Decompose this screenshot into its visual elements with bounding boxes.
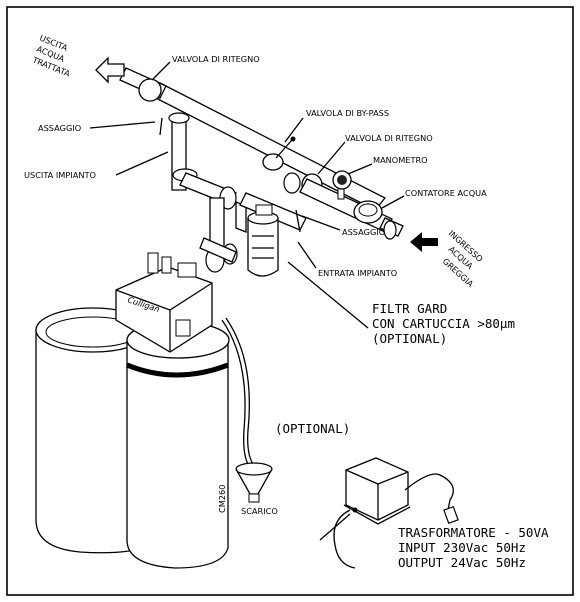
drain-hose [221, 319, 253, 471]
entrata-impianto-label: ENTRATA IMPIANTO [318, 268, 397, 278]
trasformatore-line1: TRASFORMATORE - 50VA [398, 525, 549, 540]
cm-code-label: CM260 [217, 485, 227, 513]
piping-system [119, 67, 404, 263]
water-meter [353, 200, 383, 224]
drain-funnel [235, 462, 273, 503]
filtr-gard-line3: (OPTIONAL) [372, 331, 447, 346]
resin-tank [126, 321, 230, 569]
pressure-gauge [332, 170, 352, 200]
control-valve-head: Culligan [115, 243, 238, 353]
trasformatore-line3: OUTPUT 24Vac 50Hz [398, 555, 526, 570]
assaggio-right-label: ASSAGGIO [342, 227, 385, 237]
optional-label: (OPTIONAL) [275, 421, 350, 436]
manometro-label: MANOMETRO [373, 155, 428, 165]
valvola-bypass-label: VALVOLA DI BY-PASS [306, 108, 389, 118]
filtr-gard-line1: FILTR GARD [372, 301, 447, 316]
contatore-acqua-label: CONTATORE ACQUA [405, 188, 487, 198]
trasformatore-line2: INPUT 230Vac 50Hz [398, 540, 526, 555]
inlet-arrow [410, 232, 438, 252]
assaggio-left-label: ASSAGGIO [38, 123, 81, 133]
uscita-impianto-label: USCITA IMPIANTO [24, 170, 96, 180]
valvola-ritegno-right-label: VALVOLA DI RITEGNO [345, 133, 433, 143]
bypass-valve [262, 153, 284, 171]
filtr-gard-line2: CON CARTUCCIA >80µm [372, 316, 515, 331]
scarico-label: SCARICO [241, 506, 278, 516]
check-valve-top [138, 78, 162, 102]
outlet-arrow [95, 56, 125, 84]
filter-cartridge [247, 204, 279, 277]
valvola-ritegno-top-label: VALVOLA DI RITEGNO [172, 54, 260, 64]
leader-lines [89, 61, 405, 329]
transformer [319, 457, 459, 569]
